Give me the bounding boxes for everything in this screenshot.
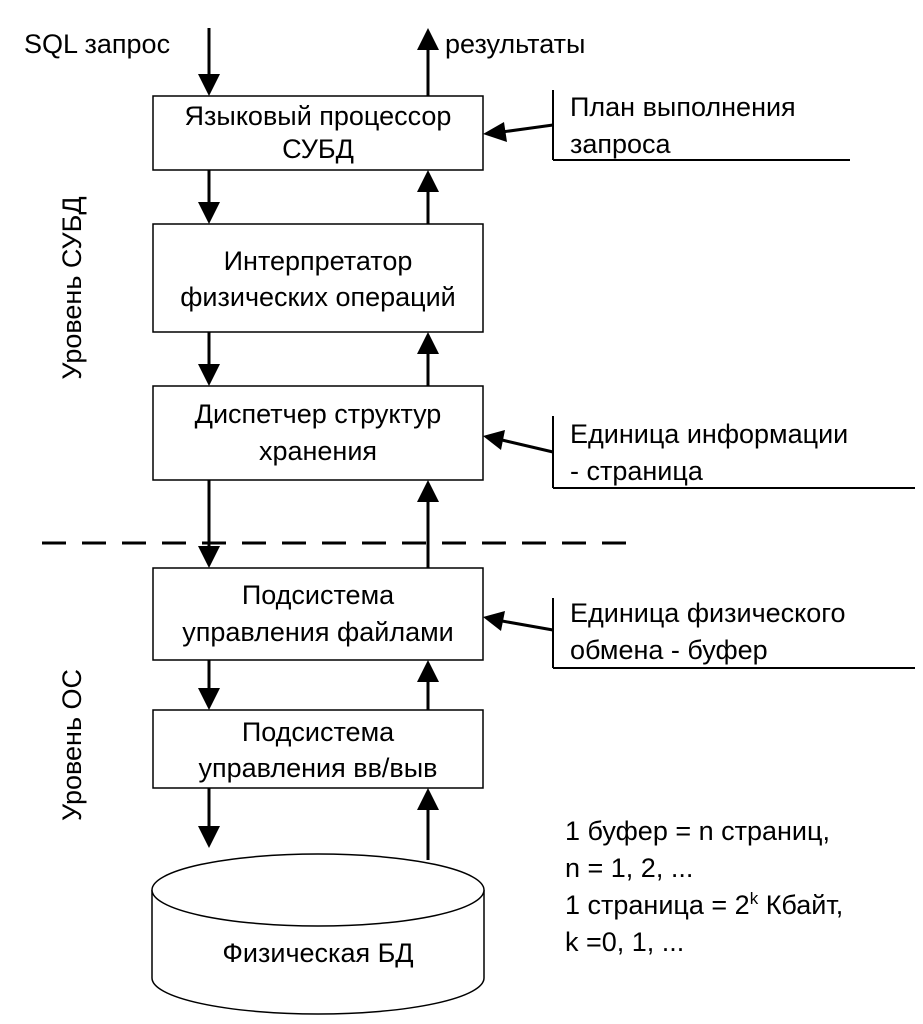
- level-dbms-label: Уровень СУБД: [57, 196, 87, 379]
- arrow-up-3: [417, 480, 439, 568]
- formula-line3: 1 страница = 2k Кбайт,: [565, 889, 843, 920]
- execution-plan-line1: План выполнения: [570, 92, 796, 122]
- arrow-down-5: [198, 788, 220, 848]
- io-subsystem-line2: управления вв/выв: [198, 753, 437, 783]
- language-processor-line1: Языковый процессор: [185, 101, 452, 131]
- exchange-unit-line2: обмена - буфер: [570, 635, 768, 665]
- formula-line3-suffix: Кбайт,: [758, 890, 843, 920]
- formula-line1: 1 буфер = n страниц,: [565, 816, 830, 846]
- formula-line3-exponent: k: [750, 889, 759, 908]
- arrow-up-1: [417, 170, 439, 224]
- file-subsystem-box: Подсистема управления файлами: [152, 567, 484, 661]
- storage-manager-line1: Диспетчер структур: [195, 399, 442, 429]
- exchange-unit-line1: Единица физического: [570, 598, 846, 628]
- formula-line4: k =0, 1, ...: [565, 927, 684, 957]
- storage-manager-box: Диспетчер структур хранения: [152, 385, 484, 481]
- interpreter-line1: Интерпретатор: [224, 246, 413, 276]
- language-processor-line2: СУБД: [282, 134, 354, 164]
- interpreter-line2: физических операций: [180, 282, 456, 312]
- storage-manager-line2: хранения: [259, 436, 377, 466]
- execution-plan-line2: запроса: [570, 129, 672, 159]
- formula-line2: n = 1, 2, ...: [565, 853, 693, 883]
- arrow-up-2: [417, 332, 439, 386]
- exchange-unit-note: Единица физического обмена - буфер: [483, 598, 915, 669]
- info-unit-line2: - страница: [570, 456, 704, 486]
- physical-database-label: Физическая БД: [222, 938, 413, 968]
- arrow-down-2: [198, 332, 220, 386]
- file-subsystem-line1: Подсистема: [242, 580, 395, 610]
- formulas-block: 1 буфер = n страниц, n = 1, 2, ... 1 стр…: [565, 816, 843, 957]
- arrow-up-5: [417, 788, 439, 860]
- language-processor-box: Языковый процессор СУБД: [152, 95, 484, 171]
- physical-database-cylinder: Физическая БД: [151, 853, 485, 1015]
- execution-plan-note: План выполнения запроса: [483, 90, 850, 161]
- arrow-up-4: [417, 660, 439, 710]
- results-label: результаты: [445, 29, 585, 59]
- arrow-down-4: [198, 660, 220, 710]
- arrow-down-1: [198, 170, 220, 224]
- level-os-label: Уровень ОС: [57, 669, 87, 821]
- io-subsystem-box: Подсистема управления вв/выв: [152, 709, 484, 789]
- file-subsystem-line2: управления файлами: [182, 617, 454, 647]
- sql-query-label: SQL запрос: [24, 29, 170, 59]
- io-subsystem-line1: Подсистема: [242, 717, 395, 747]
- info-unit-line1: Единица информации: [570, 419, 848, 449]
- results-output-arrow: [417, 28, 439, 96]
- sql-input-arrow: [198, 28, 220, 96]
- arrow-down-3: [198, 480, 220, 568]
- info-unit-note: Единица информации - страница: [483, 416, 915, 489]
- interpreter-box: Интерпретатор физических операций: [152, 223, 484, 333]
- formula-line3-prefix: 1 страница = 2: [565, 890, 750, 920]
